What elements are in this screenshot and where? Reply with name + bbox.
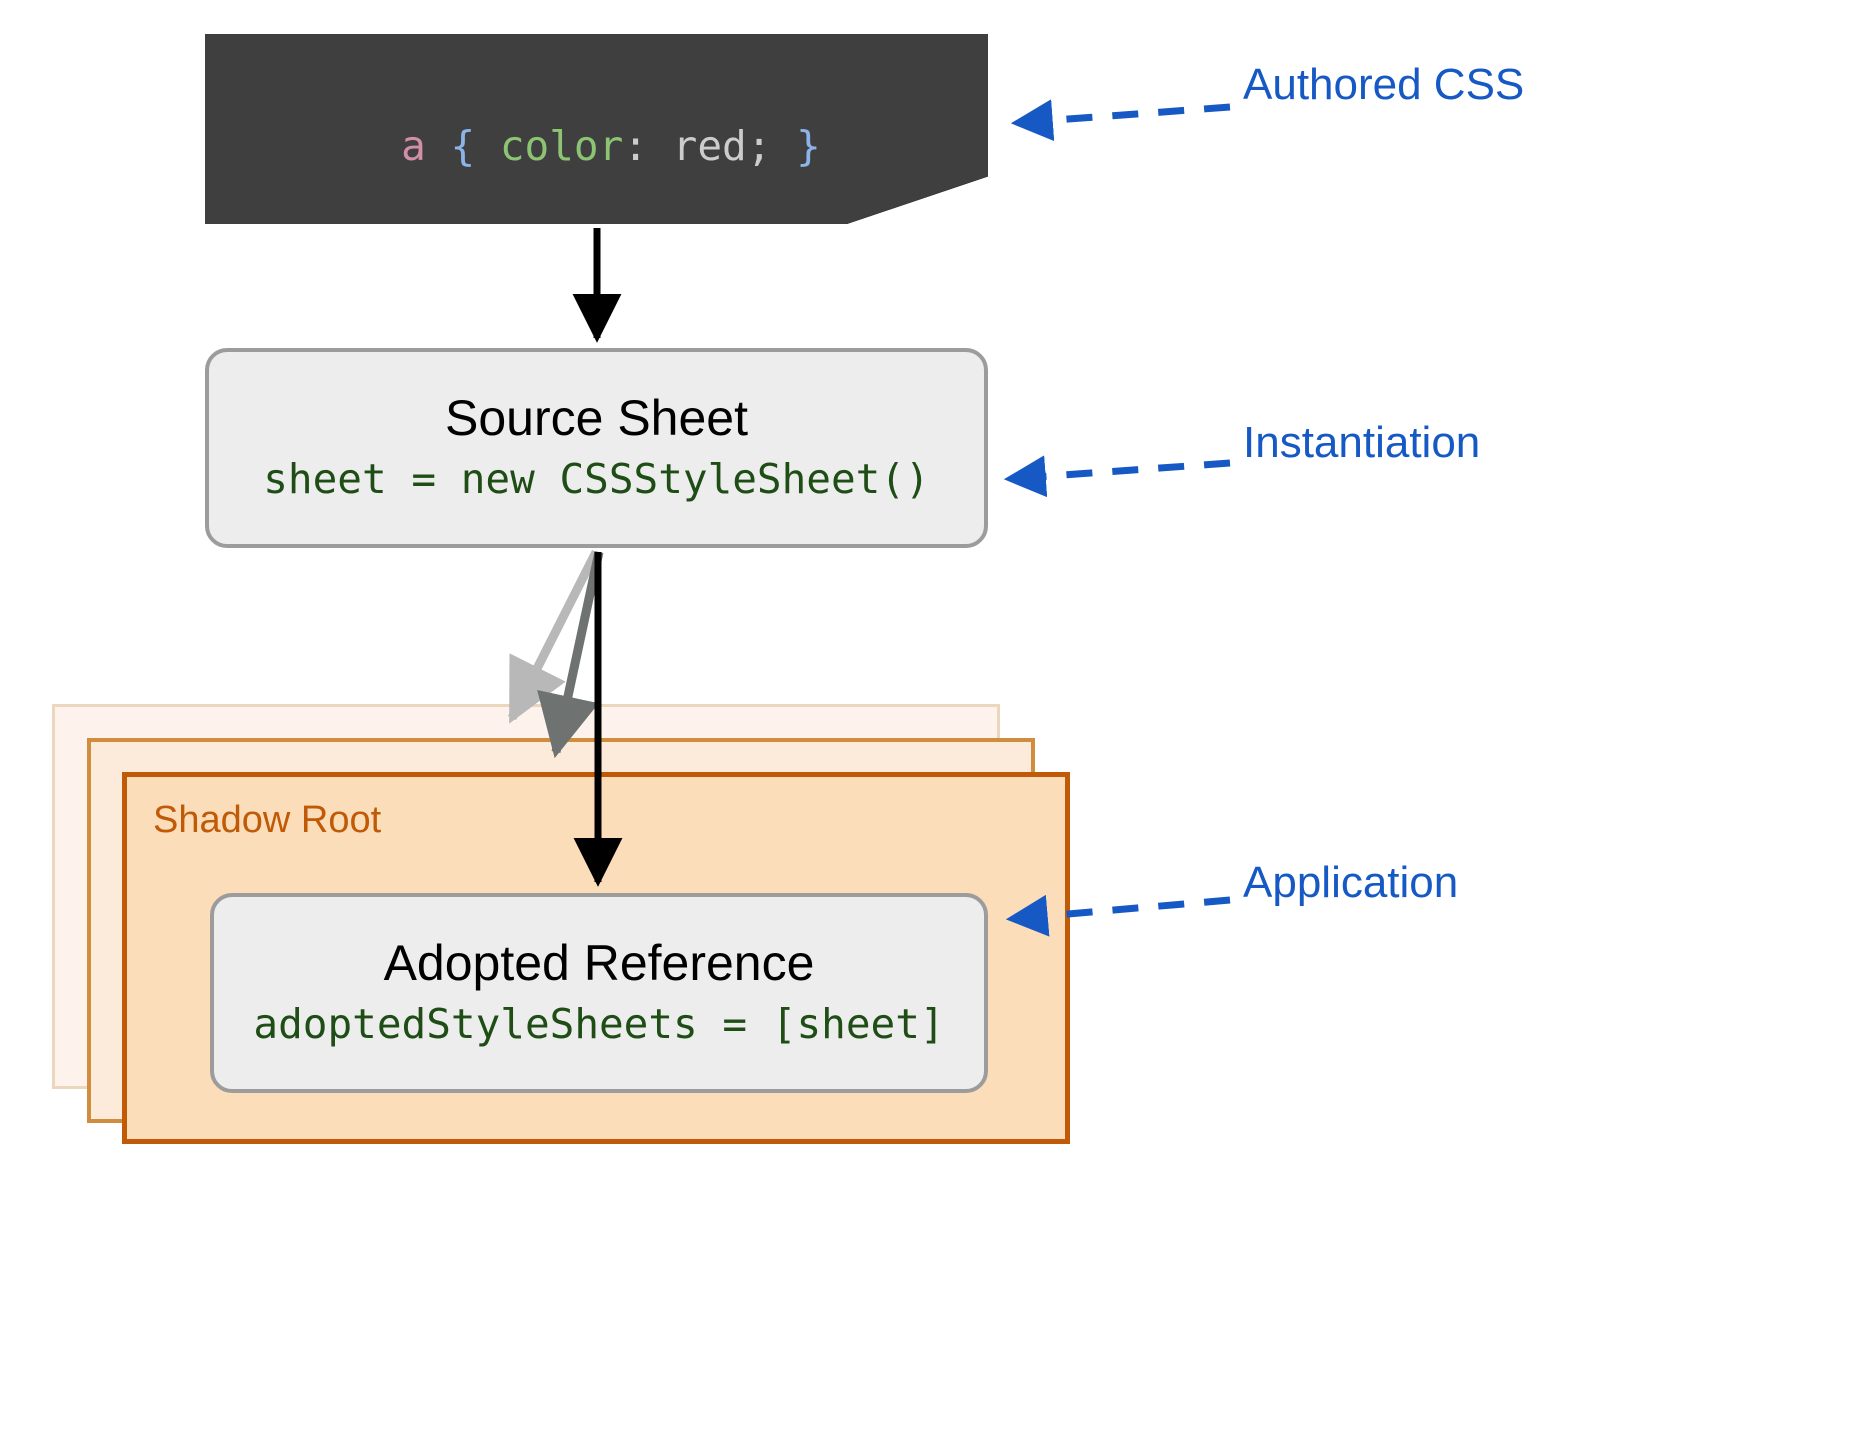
source-sheet-node: Source Sheet sheet = new CSSStyleSheet() <box>205 348 988 548</box>
adopted-reference-code: adoptedStyleSheets = [sheet] <box>253 1000 945 1049</box>
css-selector-p: p <box>401 275 426 323</box>
source-sheet-code: sheet = new CSSStyleSheet() <box>263 455 930 504</box>
annotation-label-instantiation: Instantiation <box>1243 418 1481 467</box>
css-value-red: red; <box>672 122 772 170</box>
code-line-1: a { color: red; } <box>253 70 988 223</box>
authored-css-snippet: a { color: red; } p { padding: 10px; } <box>205 34 988 224</box>
css-close-brace-2: } <box>845 275 895 323</box>
annotation-label-authored-css: Authored CSS <box>1243 60 1525 109</box>
source-sheet-title: Source Sheet <box>445 390 748 447</box>
annotation-line-instantiation <box>1003 455 1231 498</box>
css-close-brace-1: } <box>771 122 821 170</box>
css-selector-a: a <box>401 122 426 170</box>
adopted-reference-title: Adopted Reference <box>383 935 815 992</box>
css-value-10px: 10px; <box>722 275 846 323</box>
css-open-brace-1: { <box>425 122 500 170</box>
adopted-reference-node: Adopted Reference adoptedStyleSheets = [… <box>210 893 988 1093</box>
css-property-color: color <box>499 122 624 170</box>
css-property-padding: padding <box>499 275 673 323</box>
css-colon-1: : <box>623 122 673 170</box>
shadow-root-label: Shadow Root <box>153 799 382 841</box>
edge-source-to-shadow-back <box>507 549 601 724</box>
css-colon-2: : <box>672 275 723 323</box>
css-open-brace-2: { <box>425 275 500 323</box>
annotation-label-application: Application <box>1243 858 1459 907</box>
annotation-line-authored-css <box>1010 99 1231 142</box>
